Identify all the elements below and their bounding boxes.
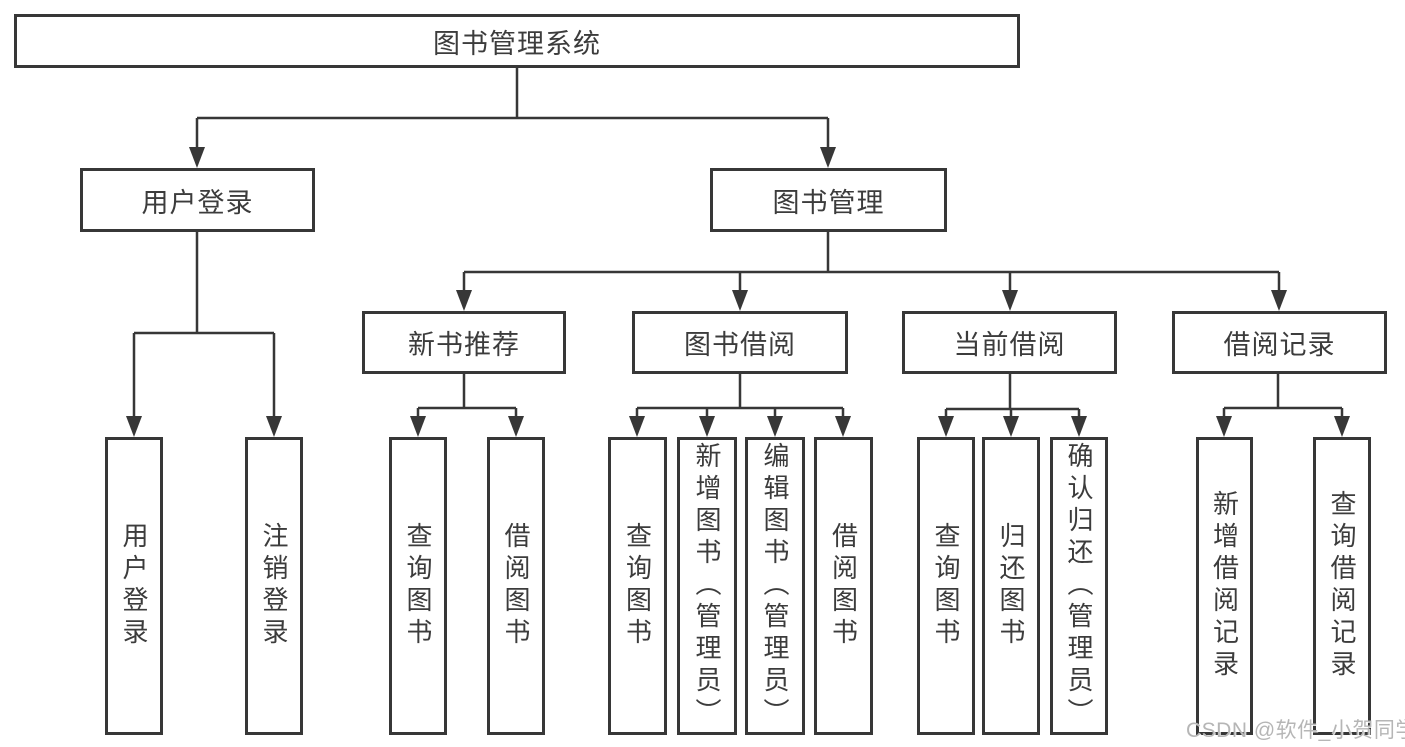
node-leaf-query-borrow-record: 查询借阅记录 [1313, 437, 1371, 735]
connector-book-borrowing-fan [635, 374, 845, 420]
node-borrowing-records: 借阅记录 [1172, 311, 1387, 374]
node-leaf-confirm-return: 确认归还（管理员） [1050, 437, 1108, 735]
node-current-borrowing: 当前借阅 [902, 311, 1117, 374]
arrowhead-icon [266, 416, 282, 437]
arrowhead-icon [189, 147, 205, 168]
arrowhead-icon [126, 416, 142, 437]
node-label: 借阅记录 [1223, 330, 1336, 360]
csdn-watermark: CSDN @软件_小贺同学 [1186, 719, 1405, 742]
arrowhead-icon [938, 416, 954, 437]
connector-new-book-fan [416, 374, 518, 420]
node-leaf-edit-books: 编辑图书（管理员） [745, 437, 805, 735]
node-label: 用户登录 [141, 187, 254, 218]
node-user-login: 用户登录 [80, 168, 315, 232]
arrowhead-icon [1071, 416, 1087, 437]
node-label: 编辑图书（管理员） [760, 442, 790, 730]
node-label: 查询借阅记录 [1327, 490, 1357, 682]
node-leaf-query-books-2: 查询图书 [608, 437, 667, 735]
node-label: 确认归还（管理员） [1064, 442, 1094, 730]
arrowhead-icon [1334, 416, 1350, 437]
arrowhead-icon [767, 416, 783, 437]
connector-current-borrow-fan [944, 374, 1081, 420]
node-label: 新书推荐 [408, 330, 520, 360]
node-book-management: 图书管理 [710, 168, 947, 232]
node-leaf-borrow-books-1: 借阅图书 [487, 437, 545, 735]
connector-user-login-fan [132, 232, 276, 420]
connector-book-management-fan [462, 232, 1281, 294]
arrowhead-icon [1002, 290, 1018, 311]
node-label: 查询图书 [931, 522, 961, 650]
node-label: 借阅图书 [828, 522, 859, 650]
connector-records-fan [1222, 374, 1344, 420]
arrowhead-icon [820, 147, 836, 168]
node-leaf-query-books-1: 查询图书 [389, 437, 447, 735]
arrowhead-icon [629, 416, 645, 437]
arrowhead-icon [835, 416, 851, 437]
arrowhead-icon [456, 290, 472, 311]
node-leaf-add-borrow-record: 新增借阅记录 [1196, 437, 1253, 735]
node-label: 查询图书 [622, 522, 653, 650]
node-label: 新增图书（管理员） [692, 442, 722, 730]
arrowhead-icon [410, 416, 426, 437]
arrowhead-icon [1216, 416, 1232, 437]
node-label: 注销登录 [259, 522, 289, 650]
node-leaf-user-login: 用户登录 [105, 437, 163, 735]
arrowhead-icon [732, 290, 748, 311]
node-leaf-return-books: 归还图书 [982, 437, 1040, 735]
node-book-borrowing: 图书借阅 [632, 311, 848, 374]
node-label: 新增借阅记录 [1209, 490, 1240, 682]
connector-root-fan [195, 68, 830, 150]
node-label: 图书管理系统 [433, 28, 601, 59]
node-new-book-recommend: 新书推荐 [362, 311, 566, 374]
arrowhead-icon [508, 416, 524, 437]
node-label: 借阅图书 [501, 522, 531, 650]
node-leaf-query-books-3: 查询图书 [917, 437, 975, 735]
arrowhead-icon [699, 416, 715, 437]
node-label: 图书管理 [772, 187, 885, 218]
node-label: 用户登录 [119, 522, 149, 650]
node-leaf-borrow-books-2: 借阅图书 [814, 437, 873, 735]
arrowhead-icon [1271, 290, 1287, 311]
node-root: 图书管理系统 [14, 14, 1020, 68]
node-leaf-logout: 注销登录 [245, 437, 303, 735]
node-leaf-add-books: 新增图书（管理员） [677, 437, 737, 735]
arrowhead-icon [1003, 416, 1019, 437]
node-label: 归还图书 [996, 522, 1026, 650]
node-label: 查询图书 [403, 522, 433, 650]
node-label: 当前借阅 [953, 330, 1066, 360]
node-label: 图书借阅 [684, 330, 796, 360]
